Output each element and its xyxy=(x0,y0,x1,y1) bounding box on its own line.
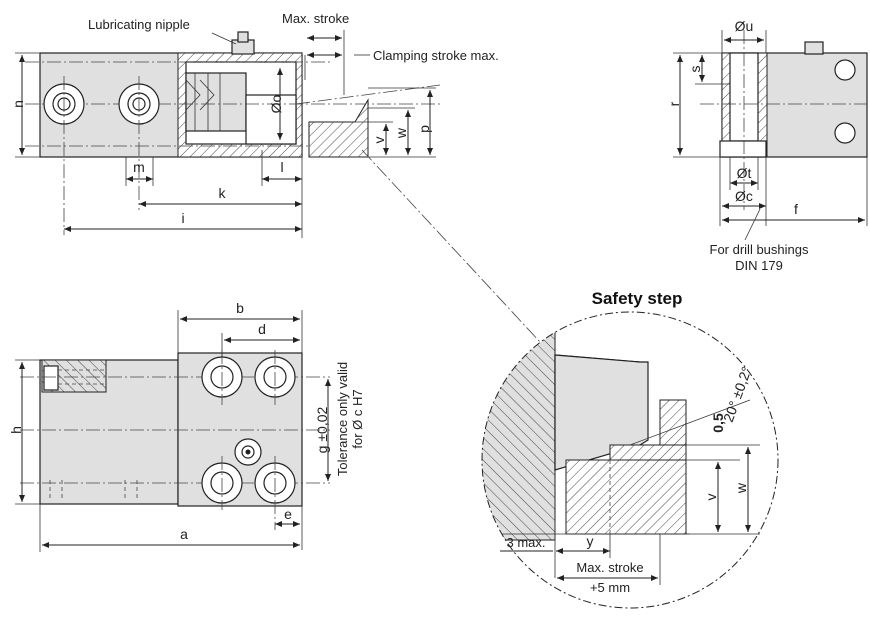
tolerance-label-2: for Ø c H7 xyxy=(350,389,365,448)
dim-t: Øt xyxy=(737,165,752,181)
bolt-icon xyxy=(43,76,85,235)
clamping-stroke-label: Clamping stroke max. xyxy=(373,48,499,63)
grease-fitting-icon xyxy=(234,438,262,466)
dim-g: g ±0,02 xyxy=(314,406,330,453)
dim-d: d xyxy=(258,321,266,337)
detail-dim-w: w xyxy=(733,482,749,494)
dim-s: s xyxy=(687,66,703,73)
dim-p: p xyxy=(416,125,432,133)
max-stroke-plus-label-2: +5 mm xyxy=(590,580,630,595)
dim-u: Øu xyxy=(735,18,754,34)
drill-bushings-label-2: DIN 179 xyxy=(735,258,783,273)
end-view: Øu s r Øt Øc f For drill bushings DIN 17… xyxy=(666,18,868,273)
drill-bushings-label-1: For drill bushings xyxy=(710,242,809,257)
dim-c: Øc xyxy=(735,188,753,204)
side-view: n m k i l Øo v w p Max. xyxy=(10,11,499,238)
tolerance-label-1: Tolerance only valid xyxy=(335,362,350,476)
dim-v: v xyxy=(371,137,387,144)
bolt-icon xyxy=(254,456,296,530)
bolt-icon xyxy=(254,350,296,405)
max-stroke-plus-label-1: Max. stroke xyxy=(576,560,643,575)
dim-k: k xyxy=(219,185,227,201)
detail-dim-angle: 20° ±0,2° xyxy=(720,364,755,424)
dim-l: l xyxy=(280,159,283,175)
detail-dim-y: y xyxy=(587,533,594,549)
lubricating-nipple-label: Lubricating nipple xyxy=(88,17,190,32)
detail-dim-gap: 0,5 xyxy=(710,413,726,433)
top-view: h b d g ±0,02 Tolerance only valid for Ø… xyxy=(8,300,365,552)
dim-h: h xyxy=(8,426,24,434)
detail-dim-v: v xyxy=(703,494,719,501)
dim-a: a xyxy=(180,526,188,542)
dim-w: w xyxy=(393,127,409,139)
dim-e: e xyxy=(284,506,292,522)
dim-m: m xyxy=(133,159,145,175)
workpiece-section xyxy=(308,98,369,158)
dim-n: n xyxy=(10,100,26,108)
three-max-label: 3 max. xyxy=(506,535,545,550)
safety-step-detail: Safety step v w 0,5 20° ±0,2° y 3 max. xyxy=(481,289,779,609)
dim-i: i xyxy=(181,210,184,226)
bolt-icon xyxy=(201,456,243,510)
dim-o: Øo xyxy=(268,94,284,113)
max-stroke-label: Max. stroke xyxy=(282,11,349,26)
bolt-icon xyxy=(201,350,243,405)
dim-r: r xyxy=(666,101,682,106)
bolt-icon xyxy=(118,76,160,210)
safety-step-title: Safety step xyxy=(592,289,683,308)
dim-b: b xyxy=(236,300,244,316)
dim-f: f xyxy=(794,201,798,217)
